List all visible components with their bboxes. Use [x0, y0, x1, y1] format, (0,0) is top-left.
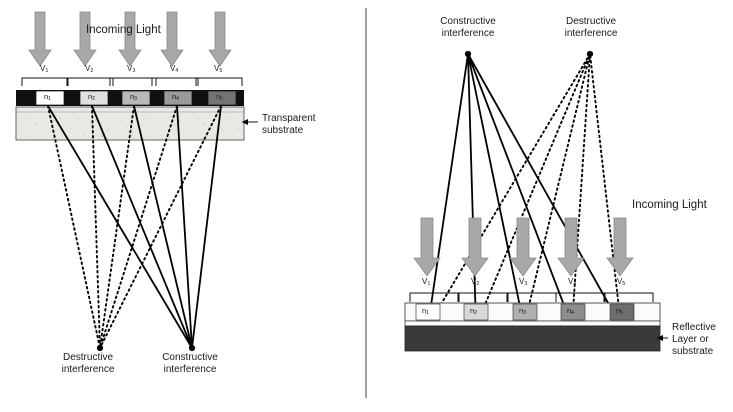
index-cell	[79, 90, 109, 106]
right-index-cells	[415, 303, 635, 321]
right-destructive-interference-label: Destructive interference	[564, 16, 618, 39]
index-label-n2: n2	[88, 92, 96, 103]
voltage-label-v4: V4	[170, 64, 179, 75]
arrow-down-icon	[160, 11, 184, 67]
left-voltage-brackets	[21, 77, 243, 86]
right-destructive-rays	[427, 53, 622, 327]
voltage-label-v2: V2	[85, 64, 94, 75]
left-incoming-light-arrows	[28, 11, 232, 67]
left-index-cells	[35, 90, 237, 106]
arrow-down-icon	[606, 217, 634, 277]
left-incoming-light-label: Incoming Light	[86, 24, 161, 36]
index-label-n5-right: n5	[616, 306, 624, 317]
voltage-label-v1-right: V1	[422, 277, 431, 288]
index-cell	[463, 303, 489, 321]
transparent-substrate-label: Transparent substrate	[262, 113, 316, 136]
index-label-n2-right: n2	[470, 306, 478, 317]
right-constructive-focus	[464, 50, 472, 58]
index-label-n1: n1	[44, 92, 52, 103]
arrow-down-icon	[413, 217, 441, 277]
index-label-n1-right: n1	[422, 306, 430, 317]
index-cell	[415, 303, 441, 321]
right-panel-group	[404, 50, 668, 352]
right-destructive-focus	[586, 50, 594, 58]
voltage-label-v5: V5	[214, 64, 223, 75]
left-constructive-interference-label: Constructive interference	[162, 352, 218, 375]
right-gap-layer	[404, 320, 661, 327]
index-label-n4-right: n4	[567, 306, 575, 317]
index-label-n3: n3	[130, 92, 138, 103]
arrow-down-icon	[28, 11, 52, 67]
index-label-n3-right: n3	[519, 306, 527, 317]
right-constructive-rays	[427, 53, 622, 327]
arrow-down-icon	[118, 11, 142, 67]
right-voltage-brackets	[409, 292, 654, 302]
index-cell	[163, 90, 193, 106]
voltage-label-v1: V1	[40, 64, 49, 75]
index-cell	[512, 303, 538, 321]
arrow-down-icon	[557, 217, 585, 277]
index-cell	[560, 303, 586, 321]
index-label-n5: n5	[216, 92, 224, 103]
arrow-down-icon	[461, 217, 489, 277]
index-cell	[35, 90, 65, 106]
substrate-stipple	[23, 117, 239, 137]
arrow-down-icon	[208, 11, 232, 67]
voltage-label-v3-right: V3	[519, 277, 528, 288]
voltage-label-v5-right: V5	[617, 277, 626, 288]
right-constructive-interference-label: Constructive interference	[440, 16, 496, 39]
left-destructive-interference-label: Destructive interference	[61, 352, 115, 375]
reflective-layer-label: Reflective Layer or substrate	[672, 322, 716, 357]
voltage-label-v4-right: V4	[568, 277, 577, 288]
left-constructive-rays	[47, 105, 222, 349]
voltage-label-v3: V3	[127, 64, 136, 75]
arrow-down-icon	[73, 11, 97, 67]
index-cell	[609, 303, 635, 321]
index-cell	[207, 90, 237, 106]
left-destructive-rays	[47, 105, 222, 349]
left-destructive-focus	[96, 344, 104, 352]
arrow-down-icon	[509, 217, 537, 277]
voltage-label-v2-right: V2	[471, 277, 480, 288]
left-panel-group	[15, 11, 258, 352]
reflective-layer	[404, 325, 661, 352]
left-constructive-focus	[188, 344, 196, 352]
right-incoming-light-label: Incoming Light	[632, 199, 707, 211]
right-incoming-light-arrows	[413, 217, 634, 277]
index-label-n4: n4	[172, 92, 180, 103]
index-cell	[121, 90, 151, 106]
